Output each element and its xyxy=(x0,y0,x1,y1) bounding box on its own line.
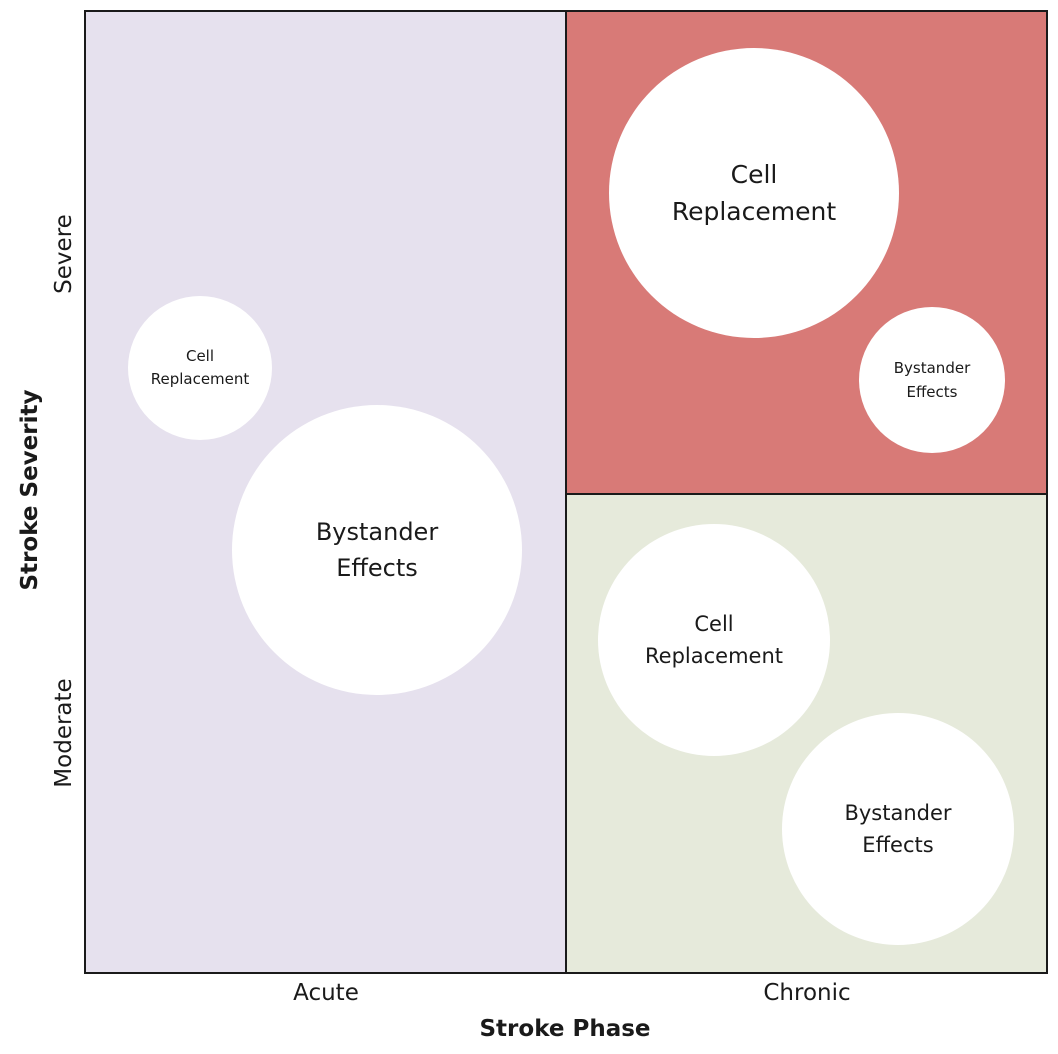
bubble-chronic-moderate-cell-replacement: Cell Replacement xyxy=(598,524,830,756)
x-tick-chronic: Chronic xyxy=(763,980,851,1006)
x-tick-acute: Acute xyxy=(293,980,359,1006)
bubble-chronic-moderate-bystander-effects: Bystander Effects xyxy=(782,713,1014,945)
bubble-chronic-severe-bystander-effects: Bystander Effects xyxy=(859,307,1005,453)
x-axis-title: Stroke Phase xyxy=(479,1016,651,1042)
phase-divider xyxy=(565,10,567,974)
bubble-label: Cell Replacement xyxy=(671,160,837,226)
bubble-label: Cell Replacement xyxy=(150,347,250,388)
bubble-chronic-severe-cell-replacement: Cell Replacement xyxy=(609,48,899,338)
bubble-label: Bystander Effects xyxy=(315,518,439,582)
y-axis-title: Stroke Severity xyxy=(17,389,43,591)
bubble-label: Cell Replacement xyxy=(645,612,783,668)
diagram-frame xyxy=(84,10,1048,974)
bubble-label: Bystander Effects xyxy=(893,359,971,401)
bubble-acute-bystander-effects: Bystander Effects xyxy=(232,405,522,695)
bubble-label: Bystander Effects xyxy=(844,801,952,857)
y-tick-severe: Severe xyxy=(51,214,77,294)
bubble-acute-cell-replacement: Cell Replacement xyxy=(128,296,272,440)
severity-divider xyxy=(565,493,1048,495)
y-tick-moderate: Moderate xyxy=(51,678,77,788)
